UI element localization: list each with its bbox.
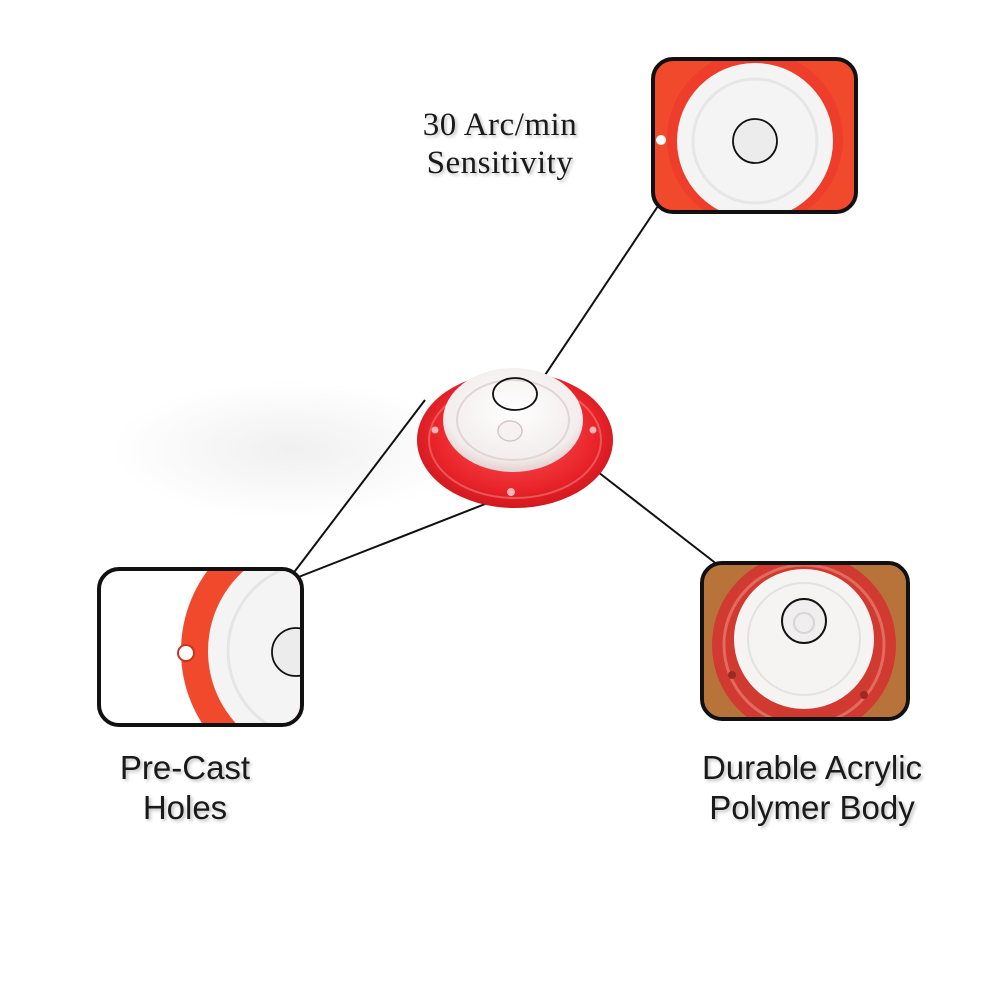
mounting-hole-closeup-icon [177, 571, 300, 723]
air-bubble [497, 420, 523, 442]
label-line: Durable Acrylic [701, 749, 923, 786]
connector-holes-2 [295, 496, 504, 579]
bullseye-ring [732, 118, 778, 164]
callout-image-body [700, 561, 910, 721]
label-line: Holes [142, 789, 228, 826]
bullseye-ring [492, 377, 538, 411]
mounting-hole [860, 691, 868, 699]
bullseye-ring [271, 627, 300, 677]
callout-image-sensitivity [651, 57, 858, 214]
bullseye-ring [781, 598, 827, 644]
mounting-hole [177, 644, 195, 662]
label-line: 30 Arc/min [422, 107, 578, 143]
background-shadow [110, 380, 470, 520]
level-on-wood-icon [704, 565, 906, 717]
callout-image-holes [97, 567, 304, 727]
vial-dome [443, 368, 583, 472]
label-line: Pre-Cast [119, 749, 251, 786]
connector-sensitivity [524, 199, 663, 406]
bubble-level-product [417, 368, 613, 508]
connector-holes-1 [291, 399, 426, 576]
mounting-hole [656, 135, 666, 145]
top-view-level-icon [656, 61, 843, 210]
label-line: Polymer Body [709, 789, 915, 826]
connector-body [597, 471, 719, 566]
label-holes: Pre-Cast Holes [80, 748, 290, 828]
label-line: Sensitivity [426, 145, 574, 181]
label-body: Durable Acrylic Polymer Body [672, 748, 952, 828]
label-sensitivity: 30 Arc/min Sensitivity [395, 106, 605, 182]
mounting-hole [507, 488, 515, 496]
